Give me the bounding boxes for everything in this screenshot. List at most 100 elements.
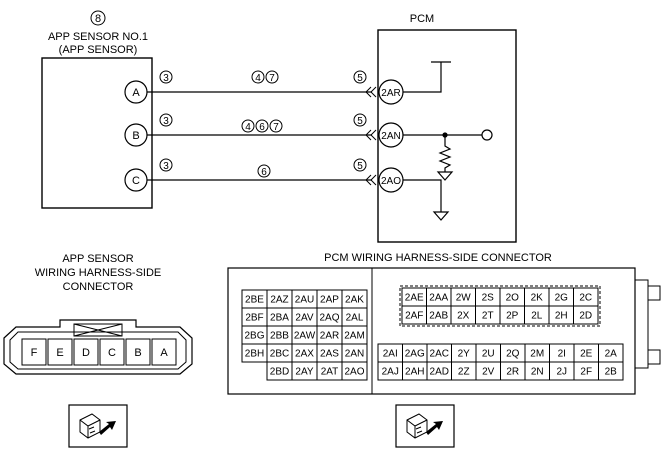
pcm-pin-2bd: 2BD — [266, 361, 293, 381]
pcm-pin-2af: 2AF — [401, 305, 427, 325]
pcm-pin-2k: 2K — [524, 287, 550, 307]
pcm-title: PCM — [410, 13, 434, 25]
pcm-pin-2t: 2T — [475, 305, 501, 325]
pcm-pin-2h: 2H — [548, 305, 574, 325]
svg-text:2BD: 2BD — [270, 367, 289, 378]
svg-text:2AO: 2AO — [344, 367, 364, 378]
sensor-pin-c: C — [99, 338, 125, 366]
pcm-pin-2bc: 2BC — [266, 343, 293, 363]
svg-text:2BC: 2BC — [270, 349, 289, 360]
svg-text:3: 3 — [163, 161, 169, 172]
pcm-pin-2f: 2F — [573, 361, 599, 381]
pcm-pin-2ac: 2AC — [426, 343, 452, 363]
pcm-pin-2ay: 2AY — [291, 361, 318, 381]
pcm-pin-2a: 2A — [598, 343, 624, 363]
svg-text:2X: 2X — [457, 311, 470, 322]
svg-text:D: D — [82, 347, 90, 359]
svg-text:2BH: 2BH — [245, 349, 264, 360]
pcm-pin-2q: 2Q — [500, 343, 526, 363]
svg-text:2S: 2S — [482, 293, 495, 304]
pcm-pin-2bh: 2BH — [241, 343, 268, 363]
pcm-pin-2x: 2X — [450, 305, 476, 325]
sensor-connector-title-line2: WIRING HARNESS-SIDE — [35, 267, 162, 279]
wire-b-right-note: 5 — [353, 113, 367, 127]
pcm-2ao-internal-line — [403, 179, 442, 212]
svg-text:C: C — [108, 347, 116, 359]
sensor-number-mark: 8 — [90, 10, 106, 26]
svg-text:2BA: 2BA — [270, 313, 289, 324]
svg-text:6: 6 — [259, 122, 265, 133]
pcm-pin-2ax: 2AX — [291, 343, 318, 363]
svg-text:C: C — [132, 175, 140, 187]
svg-text:2AN: 2AN — [345, 349, 364, 360]
svg-text:7: 7 — [269, 73, 275, 84]
svg-text:2H: 2H — [555, 311, 568, 322]
pcm-pin-2as: 2AS — [316, 343, 343, 363]
pcm-pin-2aj: 2AJ — [377, 361, 403, 381]
svg-text:2AD: 2AD — [430, 367, 449, 378]
svg-text:5: 5 — [357, 73, 363, 84]
svg-text:2AG: 2AG — [405, 349, 425, 360]
pcm-pin-2ak: 2AK — [341, 289, 368, 309]
pcm-pin-2v: 2V — [475, 361, 501, 381]
pcm-pin-2c: 2C — [573, 287, 599, 307]
svg-text:2R: 2R — [506, 367, 519, 378]
pcm-pin-2ah: 2AH — [402, 361, 428, 381]
connector-chevron-2an — [365, 129, 377, 141]
svg-text:2AY: 2AY — [295, 367, 313, 378]
pcm-pin-2l: 2L — [524, 305, 550, 325]
pcm-pin-2ba: 2BA — [266, 307, 293, 327]
svg-text:2BF: 2BF — [245, 313, 263, 324]
svg-text:2A: 2A — [605, 349, 618, 360]
pcm-pin-2an: 2AN — [341, 343, 368, 363]
pcm-pin-2aq: 2AQ — [316, 307, 343, 327]
svg-text:2AL: 2AL — [346, 313, 364, 324]
svg-text:F: F — [31, 347, 38, 359]
svg-text:8: 8 — [95, 13, 101, 25]
connector-chevron-2ao — [365, 174, 377, 186]
pcm-pin-2az: 2AZ — [266, 289, 293, 309]
pcm-pin-2o: 2O — [499, 287, 525, 307]
svg-text:2P: 2P — [506, 311, 519, 322]
svg-text:2BG: 2BG — [244, 331, 264, 342]
svg-text:2F: 2F — [580, 367, 592, 378]
pcm-pin-2ap: 2AP — [316, 289, 343, 309]
sensor-pin-b: B — [125, 338, 151, 366]
pcm-pin-2u: 2U — [475, 343, 501, 363]
svg-text:2U: 2U — [482, 349, 495, 360]
pcm-pin-2z: 2Z — [451, 361, 477, 381]
sensor-pin-d: D — [73, 338, 99, 366]
svg-text:2D: 2D — [579, 311, 592, 322]
wire-c-right-note: 5 — [353, 158, 367, 172]
svg-text:2AO: 2AO — [381, 176, 401, 187]
wire-c-left-note: 3 — [159, 158, 173, 172]
svg-text:2M: 2M — [530, 349, 544, 360]
pcm-signal-terminal — [481, 129, 493, 141]
svg-text:2AV: 2AV — [295, 313, 313, 324]
connector-view-icon-right — [395, 404, 455, 448]
pcm-pin-2be: 2BE — [241, 289, 268, 309]
svg-text:2AS: 2AS — [320, 349, 339, 360]
svg-text:2O: 2O — [506, 293, 520, 304]
sensor-title-line2: (APP SENSOR) — [59, 44, 138, 56]
sensor-connector-face — [3, 319, 193, 375]
pcm-pin-2s: 2S — [475, 287, 501, 307]
pcm-pin-2g: 2G — [548, 287, 574, 307]
svg-text:3: 3 — [163, 73, 169, 84]
svg-text:2AJ: 2AJ — [382, 367, 399, 378]
svg-text:2V: 2V — [482, 367, 495, 378]
wire-c-mid-notes: 6 — [257, 164, 271, 178]
sensor-pin-f: F — [21, 338, 47, 366]
svg-text:2E: 2E — [580, 349, 593, 360]
pcm-connector-housing — [227, 267, 661, 395]
pcm-pin-2at: 2AT — [316, 361, 343, 381]
svg-text:2AP: 2AP — [320, 295, 339, 306]
connector-lock-tab — [73, 323, 123, 337]
svg-text:2AF: 2AF — [405, 311, 423, 322]
svg-text:2L: 2L — [531, 311, 543, 322]
pcm-pin-2bf: 2BF — [241, 307, 268, 327]
svg-text:2AW: 2AW — [294, 331, 316, 342]
sensor-connector-title-line3: CONNECTOR — [63, 281, 134, 293]
